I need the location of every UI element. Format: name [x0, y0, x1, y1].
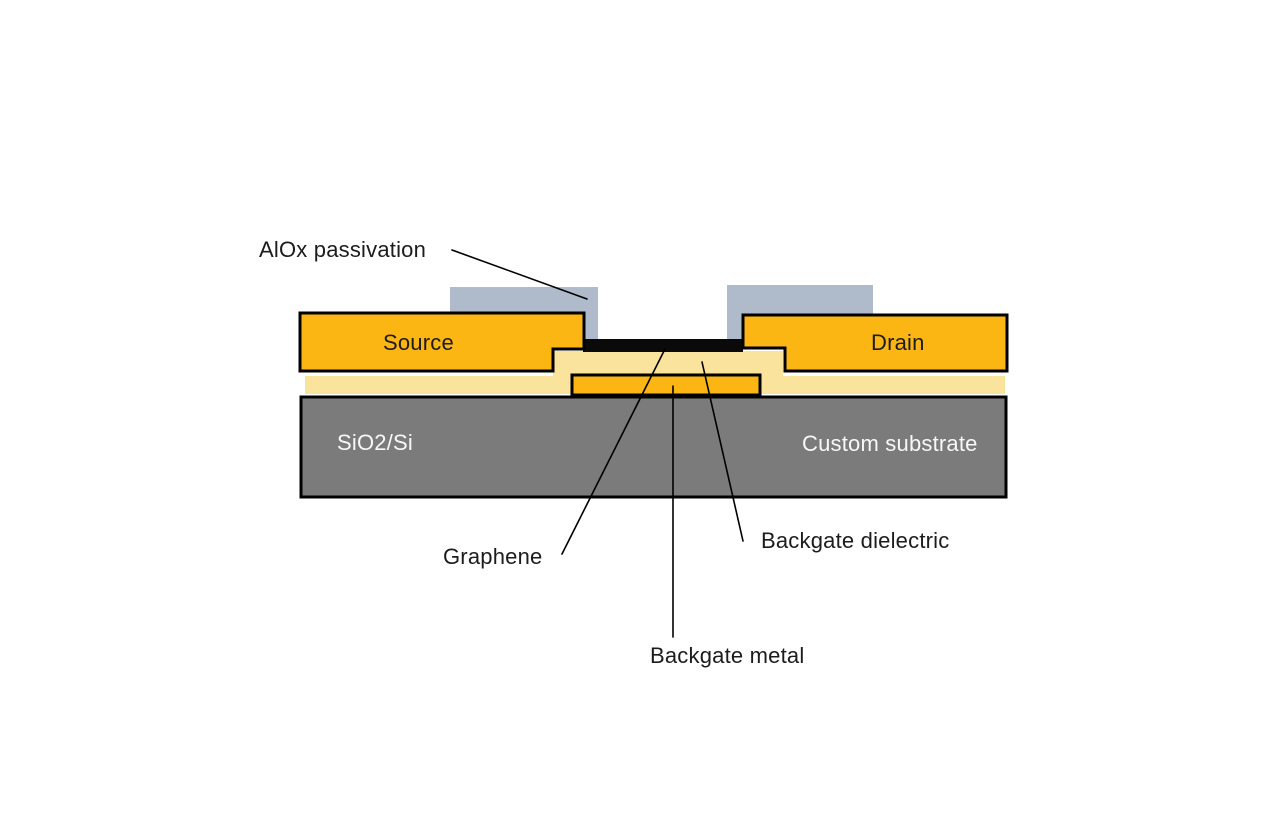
custom-substrate-label: Custom substrate	[802, 431, 978, 456]
drain-contact	[741, 313, 1009, 373]
substrate-block	[299, 395, 1008, 499]
backgate-dielectric-label: Backgate dielectric	[761, 528, 950, 553]
backgate-dielectric-leader-line	[701, 361, 744, 542]
drain-label: Drain	[871, 330, 925, 355]
alox-passivation-leader-line	[451, 249, 588, 300]
graphene-leader-line	[561, 348, 666, 555]
alox-passivation-label: AlOx passivation	[259, 237, 427, 262]
backgate-metal-block	[570, 373, 762, 397]
sio2-si-label: SiO2/Si	[337, 430, 413, 455]
graphene-label: Graphene	[443, 544, 543, 569]
backgate-metal-label: Backgate metal	[650, 643, 805, 668]
graphene-layer	[583, 339, 743, 352]
source-contact	[298, 311, 586, 373]
source-label: Source	[383, 330, 454, 355]
